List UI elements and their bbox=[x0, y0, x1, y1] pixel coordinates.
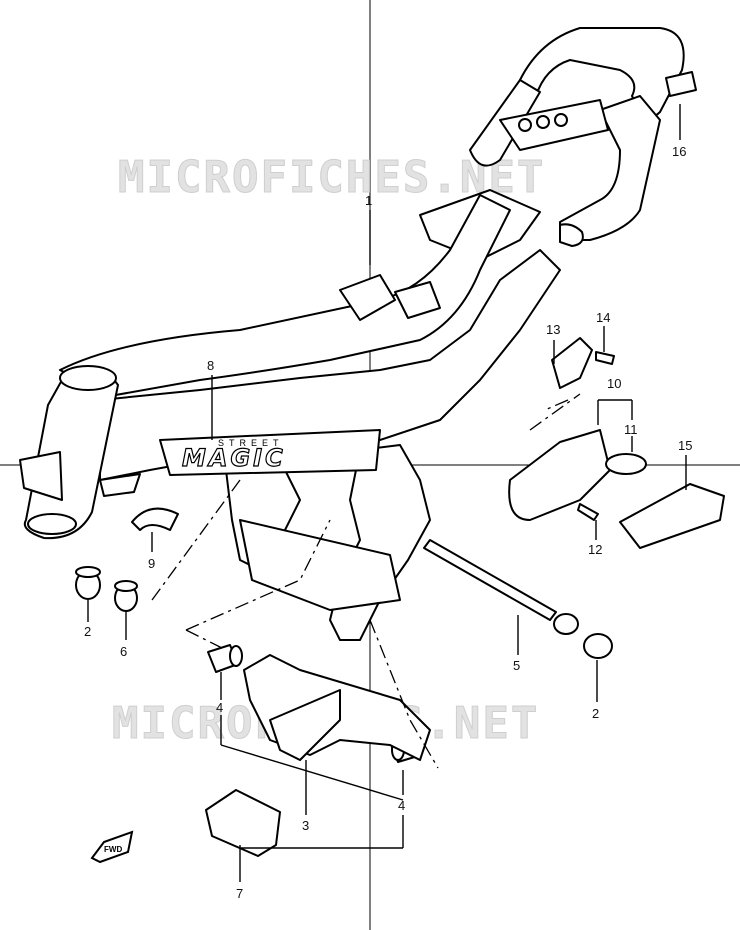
callout-1: 1 bbox=[365, 193, 372, 208]
leader-lines bbox=[87, 104, 687, 882]
frame-head-bottom bbox=[27, 513, 77, 535]
callout-13: 13 bbox=[546, 322, 560, 337]
callout-4-left: 4 bbox=[216, 700, 223, 715]
fwd-label: FWD bbox=[104, 845, 122, 854]
part-16-pad bbox=[665, 71, 697, 97]
part-5-axle-bolt bbox=[423, 539, 579, 635]
part-7-block bbox=[205, 789, 281, 857]
part-15-cover bbox=[619, 483, 725, 549]
callout-11: 11 bbox=[624, 422, 638, 437]
frame-crossmember bbox=[239, 519, 401, 611]
frame-slot bbox=[99, 473, 141, 497]
part-2-cap-right bbox=[583, 633, 613, 659]
frame-steering-head bbox=[23, 368, 119, 540]
callout-7: 7 bbox=[236, 886, 243, 901]
callout-10: 10 bbox=[607, 376, 621, 391]
part-13-plate bbox=[551, 337, 593, 389]
part-9-clip bbox=[131, 507, 179, 531]
frame-rear-boss bbox=[559, 223, 584, 247]
callout-2-left: 2 bbox=[84, 624, 91, 639]
part-11-ring bbox=[605, 453, 647, 475]
part-6-bushing bbox=[114, 580, 138, 612]
part-10-footrest-bracket bbox=[508, 429, 611, 521]
frame-upper-spar bbox=[59, 194, 511, 397]
callout-3: 3 bbox=[302, 818, 309, 833]
emblem-large-text: MAGIC bbox=[182, 444, 286, 472]
fwd-arrow-badge: FWD bbox=[90, 830, 134, 864]
part-12-bolt bbox=[577, 503, 599, 521]
frame-head-top bbox=[59, 365, 117, 391]
callout-8: 8 bbox=[207, 358, 214, 373]
frame-gusset bbox=[19, 451, 63, 501]
frame-hole-1 bbox=[518, 118, 532, 132]
emblem-small-text: STREET bbox=[218, 438, 284, 448]
frame-main bbox=[19, 27, 685, 641]
frame-top-bracket-right bbox=[394, 281, 441, 319]
callout-12: 12 bbox=[588, 542, 602, 557]
callout-15: 15 bbox=[678, 438, 692, 453]
callout-2-right: 2 bbox=[592, 706, 599, 721]
callout-9: 9 bbox=[148, 556, 155, 571]
part-3-swingarm-mount bbox=[243, 654, 431, 761]
watermark-top: MICROFICHES.NET bbox=[118, 152, 545, 203]
callout-4-right: 4 bbox=[398, 798, 405, 813]
frame-hole-3 bbox=[554, 113, 568, 127]
callout-6: 6 bbox=[120, 644, 127, 659]
callout-14: 14 bbox=[596, 310, 610, 325]
part-14-bolt bbox=[595, 351, 615, 365]
reference-dashes bbox=[151, 393, 581, 769]
callouts: 1 2 2 3 4 4 5 6 7 8 9 10 11 12 13 14 15 … bbox=[84, 144, 692, 901]
callout-5: 5 bbox=[513, 658, 520, 673]
frame-top-bracket-left bbox=[339, 274, 396, 321]
frame-emblem-plate bbox=[159, 429, 381, 476]
part-4-collar-left bbox=[207, 644, 243, 673]
callout-16: 16 bbox=[672, 144, 686, 159]
frame-hole-2 bbox=[536, 115, 550, 129]
frame-rear-crossplate bbox=[499, 99, 609, 151]
part-2-bushing-left bbox=[75, 566, 101, 600]
frame-down-bracket bbox=[329, 444, 431, 641]
